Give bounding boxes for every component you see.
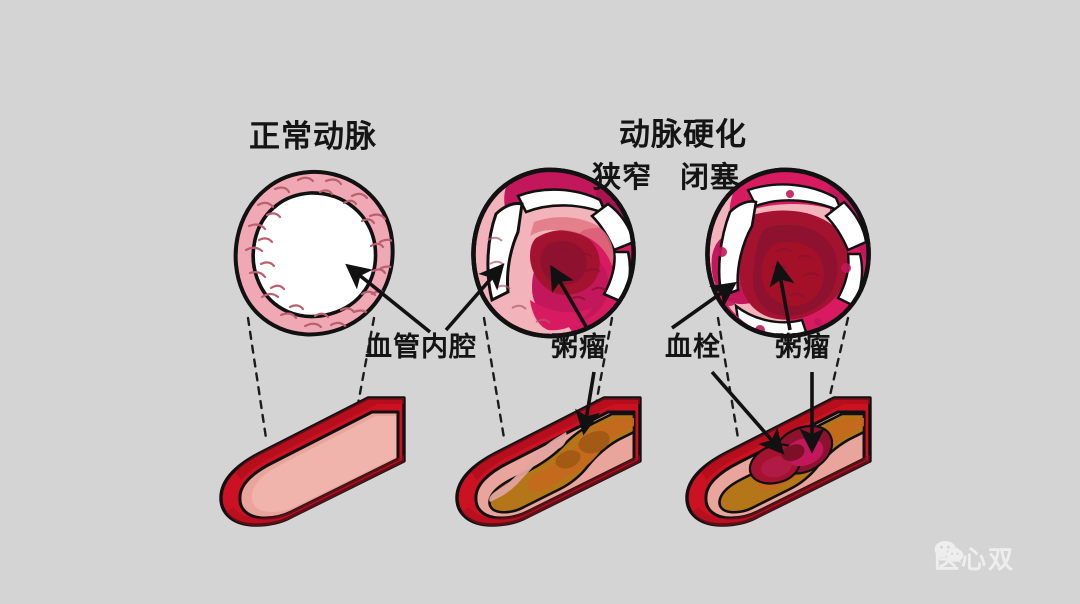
wall-texture-normal bbox=[244, 176, 393, 329]
arrow-thrombus-to-occlusion-tube bbox=[710, 370, 785, 455]
vessel-tube-occlusion bbox=[685, 396, 872, 527]
callout-atheroma-stenosis: 粥瘤 bbox=[551, 332, 607, 363]
title-normal-artery: 正常动脉 bbox=[249, 119, 377, 155]
cross-section-normal-artery bbox=[233, 169, 395, 337]
callout-thrombus: 血栓 bbox=[665, 332, 721, 363]
arrow-lumen-to-normal-section bbox=[345, 263, 432, 334]
title-occlusion: 闭塞 bbox=[680, 160, 741, 194]
arrow-thrombus-to-occlusion-section bbox=[670, 281, 737, 330]
vessel-tube-stenosis bbox=[455, 396, 642, 527]
arrow-atheroma-to-occlusion-section bbox=[769, 260, 795, 331]
title-atherosclerosis: 动脉硬化 bbox=[619, 117, 747, 153]
callout-atheroma-occlusion: 粥瘤 bbox=[775, 332, 831, 363]
connector-lines-occlusion bbox=[716, 316, 850, 440]
plaque-stenosis bbox=[488, 412, 636, 514]
wechat-icon bbox=[934, 541, 964, 563]
callout-vessel-lumen: 血管内腔 bbox=[365, 332, 477, 363]
arrow-lumen-to-stenosis-section bbox=[444, 263, 505, 332]
arrow-atheroma-to-stenosis-tube bbox=[575, 371, 600, 436]
watermark: 医心双 bbox=[934, 540, 1015, 576]
vessel-tube-normal bbox=[219, 396, 406, 527]
cross-section-stenosis bbox=[471, 167, 636, 339]
connector-lines-normal bbox=[246, 316, 376, 440]
connector-lines-stenosis bbox=[482, 316, 614, 440]
title-stenosis: 狭窄 bbox=[592, 160, 653, 194]
arrow-atheroma-to-stenosis-section bbox=[550, 264, 590, 331]
